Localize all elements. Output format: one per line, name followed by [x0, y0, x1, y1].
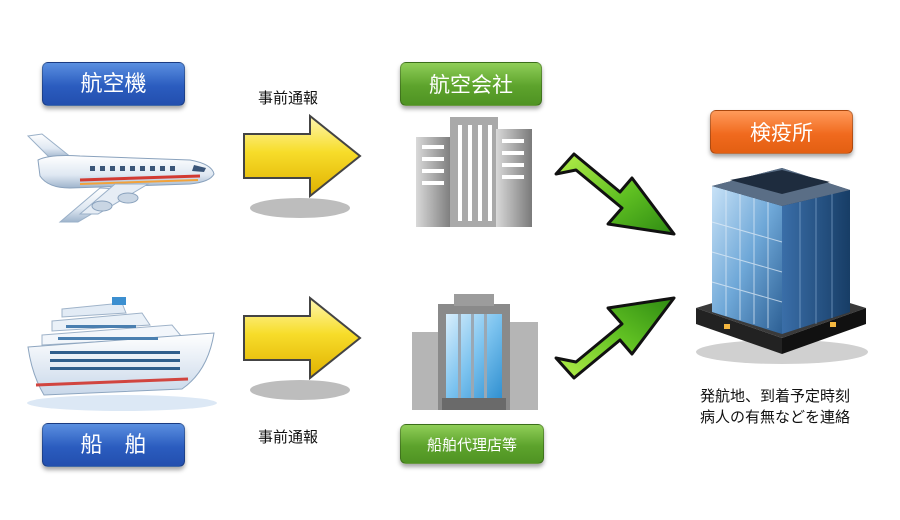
airplane-icon: [26, 133, 215, 223]
quarantine-label: 検疫所: [710, 110, 853, 154]
contact-info-line1: 発航地、到着予定時刻: [700, 387, 851, 405]
advance-notice-top: 事前通報: [258, 89, 319, 107]
office-buildings-icon: [416, 117, 532, 227]
office-tower-icon: [412, 294, 538, 410]
advance-notice-bottom: 事前通報: [258, 428, 319, 446]
ship-label: 船 舶: [42, 423, 185, 467]
ship-agent-label: 船舶代理店等: [400, 424, 544, 464]
airplane-label: 航空機: [42, 62, 185, 106]
airline-label: 航空会社: [400, 62, 542, 106]
quarantine-building-icon: [696, 168, 868, 364]
advance-notice-arrow-bottom: [243, 295, 362, 400]
cruise-ship-icon: [27, 297, 217, 411]
advance-notice-arrow-top: [243, 113, 362, 218]
report-arrow-bottom: [554, 296, 676, 380]
contact-info-line2: 病人の有無などを連絡: [700, 408, 851, 426]
report-arrow-top: [554, 152, 676, 236]
